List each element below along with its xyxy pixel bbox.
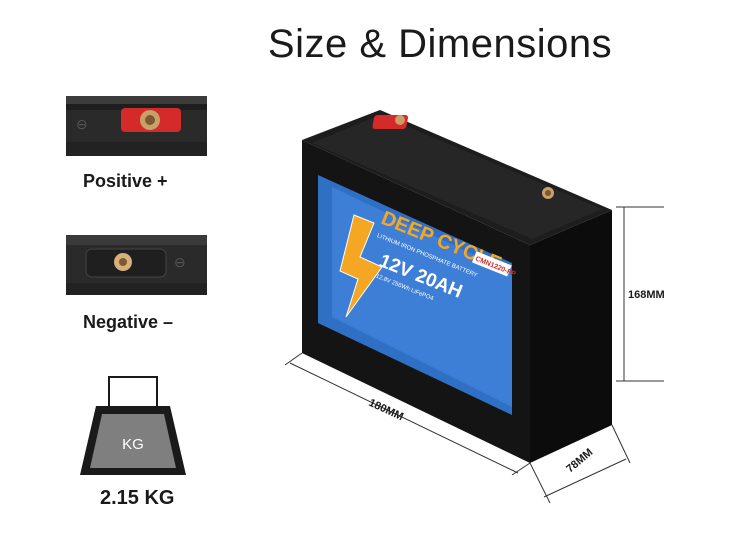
page-title: Size & Dimensions	[267, 22, 613, 66]
positive-caption: Positive +	[83, 171, 168, 191]
length-dimension-label: 180MM	[367, 397, 405, 423]
weight-value: 2.15 KG	[100, 487, 175, 509]
svg-text:⊖: ⊖	[174, 254, 186, 270]
height-dimension-label: 168MM	[628, 289, 665, 301]
negative-caption: Negative –	[83, 312, 174, 332]
weight-icon: KG	[78, 376, 188, 481]
width-dimension-label: 78MM	[564, 446, 595, 475]
negative-terminal-photo: ⊖	[66, 235, 207, 295]
svg-text:⊖: ⊖	[76, 116, 88, 132]
positive-terminal-photo: ⊖	[66, 96, 207, 156]
battery-illustration: DEEP CYCLE LITHIUM IRON PHOSPHATE BATTER…	[280, 95, 670, 520]
weight-icon-label: KG	[122, 436, 144, 453]
